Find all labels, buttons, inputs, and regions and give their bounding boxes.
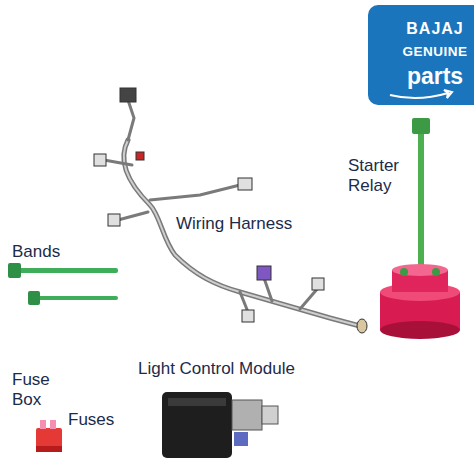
starter-relay	[380, 118, 460, 339]
part-name: Starter Relay	[348, 156, 412, 196]
part-name: Wiring Harness	[176, 214, 292, 234]
logo-text: GENUINE	[368, 43, 474, 60]
part-name: Fuse Box	[12, 370, 68, 410]
brand-logo: BAJAJ GENUINE parts	[368, 5, 474, 105]
logo-text: BAJAJ	[368, 19, 474, 39]
wiring-harness	[104, 100, 360, 326]
harness-connector	[94, 88, 367, 333]
part-name: Fuses	[68, 410, 114, 430]
fuse-box	[36, 420, 62, 452]
part-name: Bands	[12, 242, 60, 262]
cable-band	[8, 263, 118, 305]
light-control-module	[162, 392, 278, 458]
part-name: Light Control Module	[138, 359, 295, 379]
logo-text: parts	[368, 62, 474, 90]
